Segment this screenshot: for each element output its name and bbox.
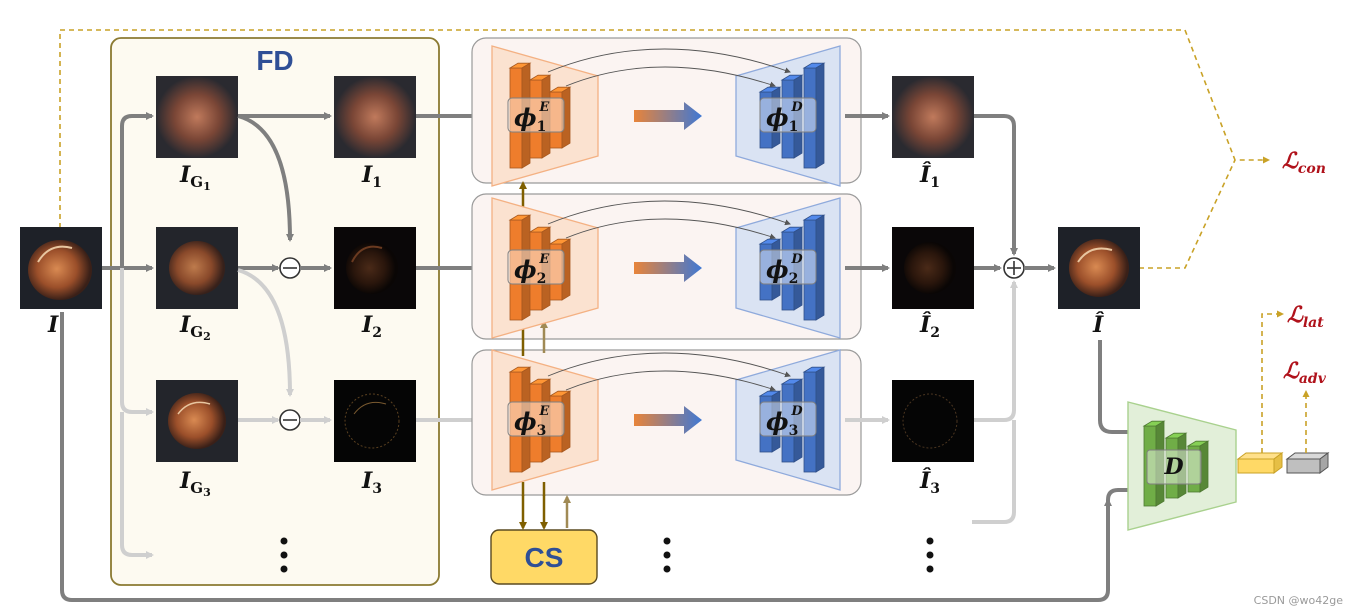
cs-module (490, 529, 598, 585)
discriminator-label: D (1163, 454, 1183, 480)
decoder-2-label: ϕ2D (766, 252, 803, 287)
ae-row-3-blocks: ϕ3E ϕ3D (491, 349, 841, 491)
ae-ellipsis (663, 537, 671, 573)
lat-loss-path (1261, 310, 1284, 453)
loss-lat: ℒlat (1287, 302, 1324, 331)
fd-ellipsis (280, 537, 288, 573)
final-label: Î (1092, 311, 1104, 338)
rec3-to-sum (974, 280, 1018, 422)
latent-arrow-3 (634, 406, 702, 434)
rec1-image (892, 76, 974, 158)
rec3-image (892, 380, 974, 462)
input-label: I (47, 312, 59, 338)
band2-label: I2 (361, 312, 382, 341)
band1-image (334, 76, 416, 158)
branch-g1 (102, 112, 154, 270)
branch-g3 (120, 268, 154, 416)
more-to-sum (972, 420, 1016, 524)
loss-con: ℒcon (1282, 148, 1326, 177)
final-to-discriminator (1098, 340, 1136, 436)
g2-label: IG2 (179, 312, 211, 343)
latent-arrow-2 (634, 254, 702, 282)
g2-to-minus2 (237, 268, 294, 397)
g3-label: IG3 (179, 468, 211, 499)
input-to-discriminator (1106, 486, 1136, 501)
con-loss-path (59, 29, 1270, 228)
watermark: CSDN @wo42ge (1254, 594, 1344, 607)
rec3-label: Î3 (919, 467, 940, 497)
fd-title: FD (256, 45, 293, 76)
con-loss-path-out (1112, 159, 1236, 269)
latent-arrow-1 (634, 102, 702, 130)
encoder-1-label: ϕ1E (514, 100, 550, 135)
band3-label: I3 (361, 468, 382, 497)
decoder-1-label: ϕ1D (766, 100, 803, 135)
rec1-to-sum (974, 114, 1018, 256)
latent-feature-box (1236, 452, 1284, 474)
band1-label: I1 (361, 162, 382, 191)
encoder-3-label: ϕ3E (514, 404, 550, 439)
g1-label: IG1 (179, 162, 211, 193)
g1-image (156, 76, 238, 158)
cs-title: CS (525, 542, 564, 573)
branch-more (120, 412, 154, 559)
out-ellipsis (926, 537, 934, 573)
rec1-label: Î1 (919, 161, 940, 191)
decoder-3-label: ϕ3D (766, 404, 803, 439)
ae-row-2-blocks: ϕ2E ϕ2D (491, 197, 841, 339)
g1-to-minus1 (237, 114, 294, 242)
ae-row-1-blocks: ϕ1E ϕ1D (491, 45, 841, 187)
skip-to-discriminator (60, 312, 1112, 602)
rec2-label: Î2 (919, 311, 940, 341)
band3-image (334, 380, 416, 462)
adv-output-box (1285, 452, 1330, 474)
encoder-2-label: ϕ2E (514, 252, 550, 287)
loss-adv: ℒadv (1283, 358, 1327, 387)
